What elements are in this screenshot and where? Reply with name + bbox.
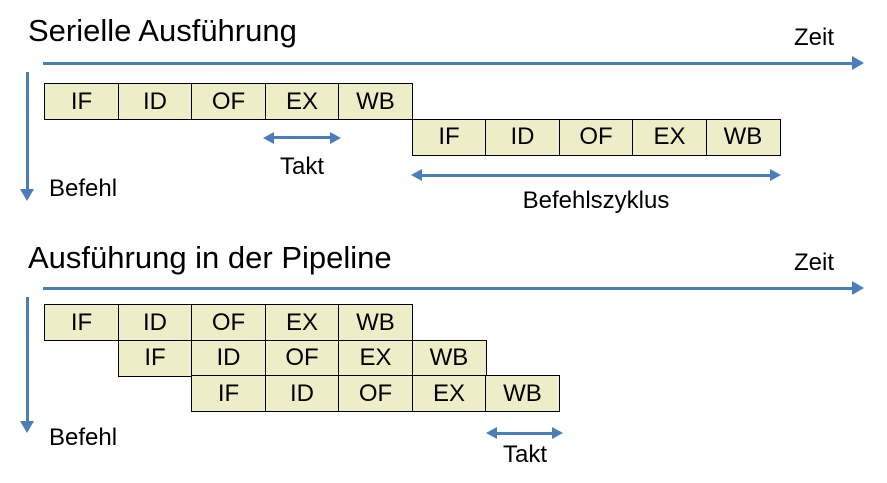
pipeline-stage-cell: EX bbox=[338, 339, 413, 377]
pipeline-clock-span-arrow bbox=[486, 427, 563, 439]
serial-instruction-axis-label: Befehl bbox=[49, 175, 118, 202]
pipeline-stage-cell: OF bbox=[191, 304, 266, 341]
pipeline-stage-cell: EX bbox=[632, 118, 707, 156]
pipeline-stage-cell: IF bbox=[44, 83, 119, 120]
pipeline-clock-label: Takt bbox=[502, 441, 547, 468]
pipeline-stage-cell: ID bbox=[264, 375, 340, 412]
pipeline-stage-cell: IF bbox=[191, 375, 266, 412]
serial-instruction-axis-arrow bbox=[20, 72, 34, 201]
pipeline-time-axis-label: Zeit bbox=[794, 249, 835, 276]
pipeline-stage-cell: ID bbox=[117, 304, 193, 341]
pipeline-stage-cell: IF bbox=[44, 304, 119, 341]
pipeline-instruction-axis-arrow bbox=[20, 297, 34, 433]
serial-time-axis-label: Zeit bbox=[794, 24, 835, 51]
serial-time-axis-arrow bbox=[43, 56, 864, 70]
serial-clock-label: Takt bbox=[279, 153, 324, 180]
pipeline-stage-cell: ID bbox=[117, 83, 193, 120]
instruction-cycle-span-arrow bbox=[411, 169, 781, 181]
pipeline-stage-cell: OF bbox=[191, 83, 266, 120]
pipeline-stage-cell: ID bbox=[485, 118, 560, 156]
pipeline-stage-cell: IF bbox=[411, 118, 487, 156]
pipeline-stage-cell: WB bbox=[705, 118, 781, 156]
pipeline-stage-cell: WB bbox=[411, 339, 487, 377]
pipeline-stage-cell: EX bbox=[264, 304, 340, 341]
instruction-cycle-label: Befehlszyklus bbox=[522, 187, 670, 214]
pipeline-stage-cell: OF bbox=[338, 375, 413, 412]
pipeline-stage-cell: OF bbox=[264, 339, 340, 377]
pipeline-stage-cell: OF bbox=[558, 118, 634, 156]
pipeline-stage-cell: ID bbox=[191, 339, 266, 377]
pipeline-stage-cell: WB bbox=[485, 375, 560, 412]
pipeline-stage-cell: EX bbox=[411, 375, 487, 412]
pipeline-stage-cell: WB bbox=[338, 304, 413, 341]
pipeline-stage-cell: WB bbox=[338, 83, 413, 120]
pipeline-instruction-axis-label: Befehl bbox=[49, 424, 118, 451]
serial-clock-span-arrow bbox=[263, 131, 341, 144]
pipeline-stage-cell: IF bbox=[117, 339, 193, 377]
pipeline-stage-cell: EX bbox=[264, 83, 340, 120]
pipeline-time-axis-arrow bbox=[43, 281, 864, 295]
serial-section-title: Serielle Ausführung bbox=[28, 13, 297, 48]
pipeline-section-title: Ausführung in der Pipeline bbox=[28, 240, 392, 275]
